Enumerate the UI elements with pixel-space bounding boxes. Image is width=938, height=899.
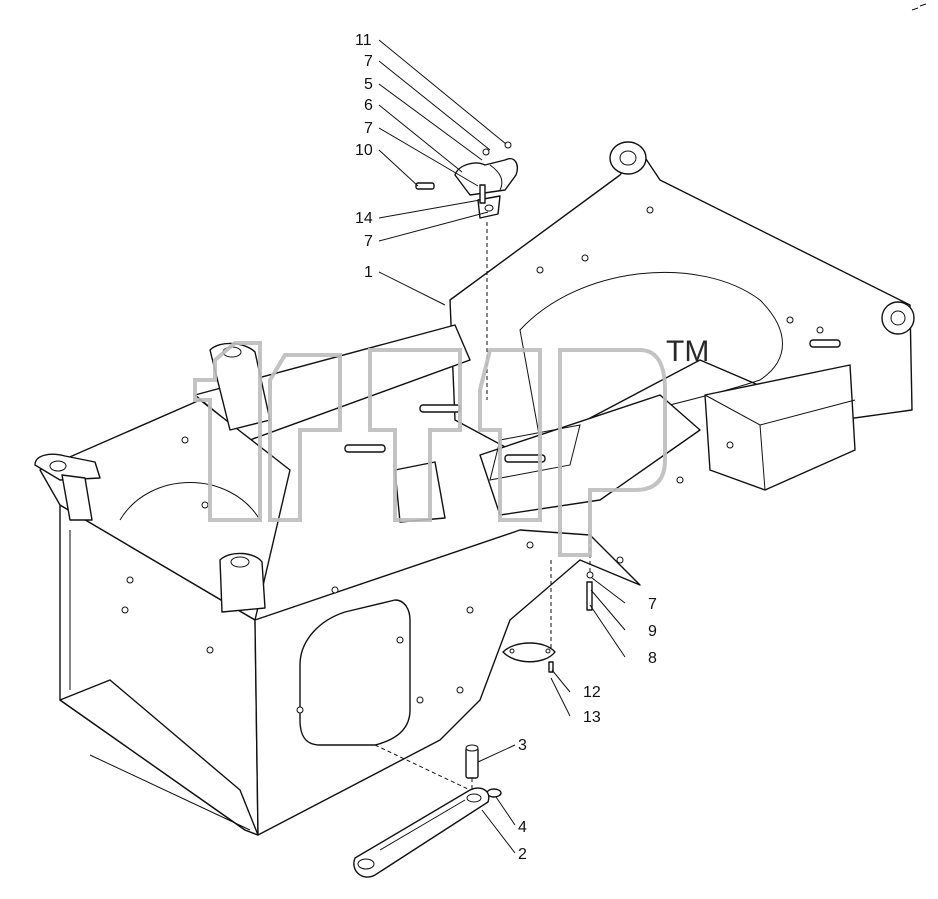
callout-2: 2	[518, 846, 527, 863]
corner-mark	[911, 3, 927, 11]
callout-labels: 11 7 5 6 7 10 14 7 1 7 9 8 12 13 3 4 2	[355, 32, 657, 863]
callout-13: 13	[583, 709, 601, 726]
callout-4: 4	[518, 819, 527, 836]
watermark-logo: TM	[193, 335, 709, 557]
callout-12: 12	[583, 684, 601, 701]
callout-14: 14	[355, 210, 373, 227]
callout-6: 6	[364, 97, 373, 114]
callout-7-mid: 7	[364, 120, 373, 137]
callout-7-upper: 7	[364, 53, 373, 70]
callout-11: 11	[355, 32, 372, 49]
callout-leaders	[378, 39, 626, 854]
callout-7-right: 7	[648, 596, 657, 613]
main-frame	[34, 141, 915, 836]
cover-plate-12-13	[502, 560, 556, 673]
callout-8: 8	[648, 650, 657, 667]
frame-slots	[344, 339, 841, 463]
callout-7-lower: 7	[364, 233, 373, 250]
link-and-pin-assembly	[353, 744, 502, 878]
callout-3: 3	[518, 737, 527, 754]
trademark-label: TM	[666, 335, 709, 368]
frame-holes	[121, 206, 824, 714]
callout-1: 1	[364, 264, 373, 281]
callout-9: 9	[648, 623, 657, 640]
callout-10: 10	[355, 142, 373, 159]
upper-bracket-assembly	[415, 141, 519, 400]
callout-5: 5	[364, 76, 373, 93]
